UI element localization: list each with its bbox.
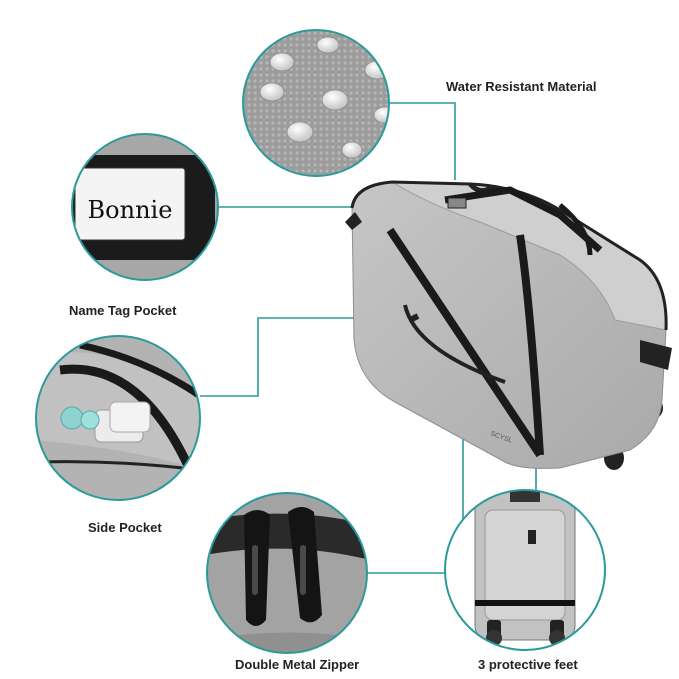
label-side-pocket: Side Pocket xyxy=(88,520,162,535)
label-water-resistant: Water Resistant Material xyxy=(446,79,597,94)
label-protective-feet: 3 protective feet xyxy=(478,657,578,672)
connector-water xyxy=(389,102,456,180)
label-double-metal-zipper: Double Metal Zipper xyxy=(235,657,360,672)
feet-zoom xyxy=(444,489,606,651)
side-pocket-zoom xyxy=(35,335,201,501)
label-name-tag-pocket: Name Tag Pocket xyxy=(69,303,177,318)
name-tag-text: Bonnie xyxy=(88,196,173,224)
name-tag-zoom: Bonnie xyxy=(71,133,219,281)
duffel-bag-image: SCYSL xyxy=(345,180,672,470)
water-resistant-zoom xyxy=(242,29,390,177)
connector-side-pocket xyxy=(200,317,412,397)
zipper-zoom xyxy=(206,492,368,654)
